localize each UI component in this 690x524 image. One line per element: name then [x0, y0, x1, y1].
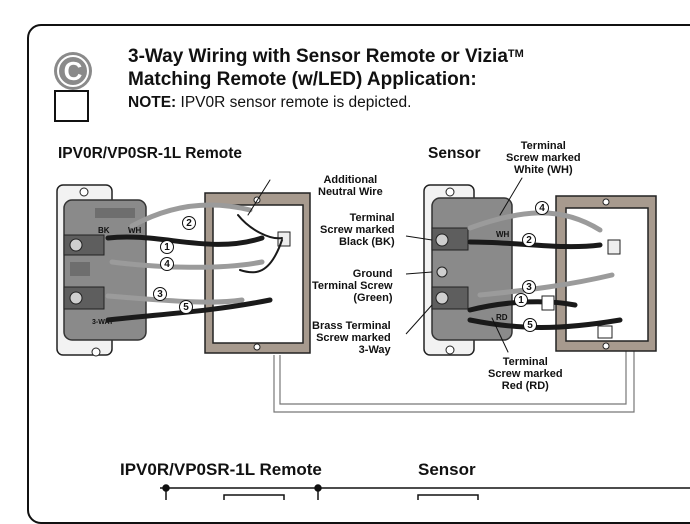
section-title: 3-Way Wiring with Sensor Remote or Vizia… — [128, 45, 524, 91]
label-additional-neutral: Additional Neutral Wire — [318, 174, 383, 198]
label-brass-terminal: Brass Terminal Screw marked 3-Way — [312, 320, 391, 356]
label-terminal-black: Terminal Screw marked Black (BK) — [320, 212, 395, 248]
wire-number-4-right: 4 — [535, 201, 549, 215]
title-line-1: 3-Way Wiring with Sensor Remote or Vizia — [128, 46, 508, 67]
note-body: IPV0R sensor remote is depicted. — [180, 94, 412, 111]
conduit-loop — [273, 350, 635, 413]
wire-number-4-left: 4 — [160, 257, 174, 271]
step-checkbox[interactable] — [54, 90, 89, 122]
remote-wall-box — [204, 192, 311, 354]
note-text: NOTE: IPV0R sensor remote is depicted. — [128, 94, 411, 112]
wire-number-1-right: 1 — [514, 293, 528, 307]
remote-heading-bottom: IPV0R/VP0SR-1L Remote — [120, 460, 322, 479]
wire-number-2-left: 2 — [182, 216, 196, 230]
leader-lines — [405, 235, 433, 335]
title-line-2: Matching Remote (w/LED) Application: — [128, 69, 477, 90]
wire-number-1-left: 1 — [160, 240, 174, 254]
label-terminal-white: Terminal Screw marked White (WH) — [506, 140, 581, 176]
mark-3way: 3-WAY — [92, 319, 114, 326]
mark-wh: WH — [128, 226, 142, 235]
sensor-device — [423, 184, 513, 356]
trademark-mark: TM — [507, 48, 524, 60]
wiring-diagram: BK WH 3-WAY WH RD — [56, 177, 690, 500]
step-badge: C — [54, 52, 92, 90]
wire-number-2-right: 2 — [522, 233, 536, 247]
mark-wh-sensor: WH — [496, 230, 510, 239]
wire-number-3-right: 3 — [522, 280, 536, 294]
bottom-schematic — [160, 484, 690, 500]
sensor-heading-bottom: Sensor — [418, 460, 476, 479]
wire-number-5-right: 5 — [523, 318, 537, 332]
remote-heading: IPV0R/VP0SR-1L Remote — [58, 145, 243, 162]
wire-number-3-left: 3 — [153, 287, 167, 301]
mark-bk: BK — [98, 226, 110, 235]
note-label: NOTE: — [128, 94, 177, 111]
label-terminal-red: Terminal Screw marked Red (RD) — [488, 356, 563, 392]
label-ground-terminal: Ground Terminal Screw (Green) — [312, 268, 393, 304]
remote-device — [56, 184, 147, 357]
wire-number-5-left: 5 — [179, 300, 193, 314]
mark-rd: RD — [496, 313, 508, 322]
sensor-heading: Sensor — [428, 145, 481, 162]
